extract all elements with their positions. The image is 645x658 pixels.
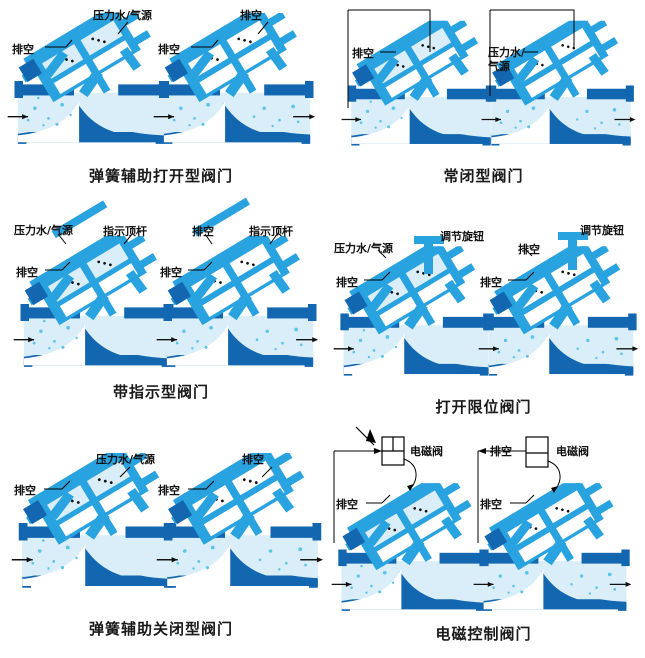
adjust-knobs [364, 232, 588, 281]
adjust-knob-right [558, 232, 588, 270]
label-vent-left: 排空 [336, 498, 358, 511]
panel-caption: 带指示型阀门 [112, 383, 209, 401]
panel-spring-assisted-close: 压力水/气源 排空 排空 排空 弹簧辅助关闭型阀门 [0, 425, 322, 658]
panel-spring-assisted-open: 压力水/气源 排空 排空 排空 弹簧辅助打开型阀门 [0, 0, 322, 196]
label-vent-top-right: 排空 [242, 453, 264, 466]
indicator-rods [45, 197, 279, 271]
panel-open-limit: 压力水/气源 调节旋钮 排空 排空 调节旋钮 排空 打开限位阀门 [322, 200, 645, 425]
label-vent-left: 排空 [352, 47, 374, 60]
label-vent-right: 排空 [158, 484, 180, 497]
label-vent-left: 排空 [16, 266, 38, 279]
label-pressure-source: 压力水/气源 [96, 453, 156, 466]
label-vent-left: 排空 [12, 43, 34, 56]
label-pressure-source: 压力水/气源 [93, 9, 153, 22]
label-pressure-source-line2: 气源 [488, 60, 510, 73]
panel-caption: 弹簧辅助关闭型阀门 [88, 620, 233, 638]
panel-caption: 常闭型阀门 [443, 167, 524, 185]
panel-solenoid-controlled: 电磁阀 排空 排空 电磁阀 排空 电磁控制阀门 [322, 425, 645, 658]
label-vent-right: 排空 [160, 266, 182, 279]
panel-caption: 电磁控制阀门 [435, 625, 532, 643]
leader-lines-5 [44, 466, 273, 490]
label-adjust-knob-right: 调节旋钮 [580, 224, 624, 237]
label-indicator-rod: 指示顶杆 [103, 225, 147, 238]
label-adjust-knob-left: 调节旋钮 [440, 230, 484, 243]
panel-caption: 弹簧辅助打开型阀门 [88, 167, 233, 185]
leader-lines-1 [45, 21, 269, 48]
label-vent-left: 排空 [336, 276, 358, 289]
label-indicator-rod-right: 指示顶杆 [249, 225, 293, 238]
label-vent-left: 排空 [14, 484, 36, 497]
panel-with-indicator: 压力水/气源 指示顶杆 排空 排空 指示顶杆 排空 带指示型阀门 [0, 197, 322, 412]
label-solenoid-left: 电磁阀 [410, 445, 443, 458]
label-pressure-source-line1: 压力水/ [488, 46, 526, 59]
label-solenoid-right: 电磁阀 [556, 445, 589, 458]
label-vent-top-right: 排空 [192, 225, 214, 238]
label-vent-top-right: 排空 [490, 445, 512, 458]
label-vent-right: 排空 [480, 498, 502, 511]
solenoid-icon-left [355, 426, 405, 466]
panel-normally-closed: 排空 压力水/ 气源 常闭型阀门 [322, 0, 645, 196]
panel-caption: 打开限位阀门 [435, 398, 532, 416]
label-pressure-source: 压力水/气源 [334, 242, 394, 255]
label-vent-top-right: 排空 [518, 243, 540, 256]
label-vent-right: 排空 [480, 276, 502, 289]
label-vent-right: 排空 [158, 43, 180, 56]
solenoid-wiring [333, 426, 561, 543]
adjust-knob-left [414, 236, 444, 274]
label-pressure-source: 压力水/气源 [14, 224, 74, 237]
label-vent-top-right: 排空 [240, 9, 262, 22]
leader-lines-2 [347, 9, 575, 108]
solenoid-icon-right [525, 436, 549, 468]
